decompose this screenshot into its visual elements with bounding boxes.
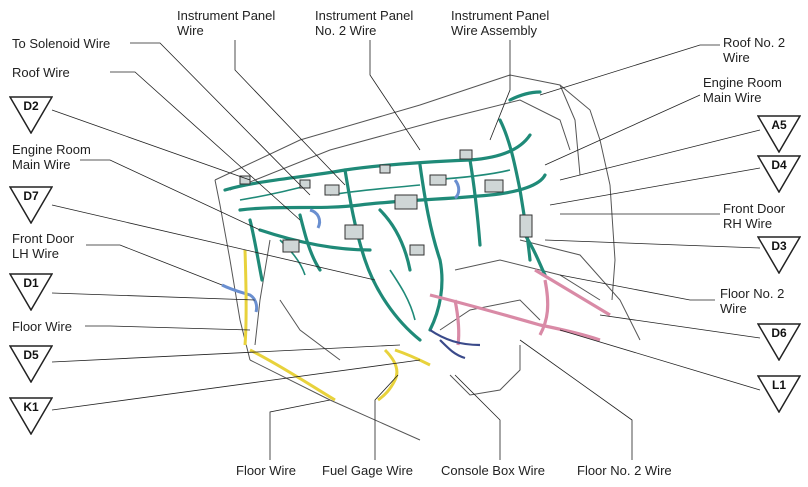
connector-d3-marker: D3 xyxy=(757,236,801,274)
triangle-icon xyxy=(9,96,53,134)
console-box-wire-label: Console Box Wire xyxy=(441,463,546,478)
connector-d5-code: D5 xyxy=(23,348,39,362)
triangle-icon xyxy=(757,323,801,361)
floor-wire-bottom-label: Floor Wire xyxy=(236,463,296,478)
to-solenoid-wire-label: To Solenoid Wire xyxy=(12,36,111,51)
connector-l1-code: L1 xyxy=(771,378,786,392)
connector-d6-code: D6 xyxy=(771,326,787,340)
floor-no2-wire-bottom-label: Floor No. 2 Wire xyxy=(577,463,672,478)
connector-d1-code: D1 xyxy=(23,276,39,290)
floor-wire-left-label: Floor Wire xyxy=(12,319,72,334)
triangle-icon xyxy=(757,375,801,413)
connector-d2-marker: D2 xyxy=(9,96,53,134)
connector-d7-marker: D7 xyxy=(9,186,53,224)
triangle-icon xyxy=(9,345,53,383)
triangle-icon xyxy=(757,115,801,153)
connector-l1-marker: L1 xyxy=(757,375,801,413)
connector-a5-marker: A5 xyxy=(757,115,801,153)
connector-d4-code: D4 xyxy=(771,158,787,172)
fuel-gage-wire-label: Fuel Gage Wire xyxy=(322,463,414,478)
connector-k1-code: K1 xyxy=(23,400,39,414)
connector-d5-marker: D5 xyxy=(9,345,53,383)
connector-d3-code: D3 xyxy=(771,239,787,253)
triangle-icon xyxy=(9,186,53,224)
connector-d7-code: D7 xyxy=(23,189,39,203)
roof-wire-label: Roof Wire xyxy=(12,65,70,80)
triangle-icon xyxy=(9,397,53,435)
connector-k1-marker: K1 xyxy=(9,397,53,435)
connector-d6-marker: D6 xyxy=(757,323,801,361)
connector-d1-marker: D1 xyxy=(9,273,53,311)
triangle-icon xyxy=(9,273,53,311)
triangle-icon xyxy=(757,155,801,193)
connector-d2-code: D2 xyxy=(23,99,39,113)
connector-a5-code: A5 xyxy=(771,118,787,132)
triangle-icon xyxy=(757,236,801,274)
connector-d4-marker: D4 xyxy=(757,155,801,193)
